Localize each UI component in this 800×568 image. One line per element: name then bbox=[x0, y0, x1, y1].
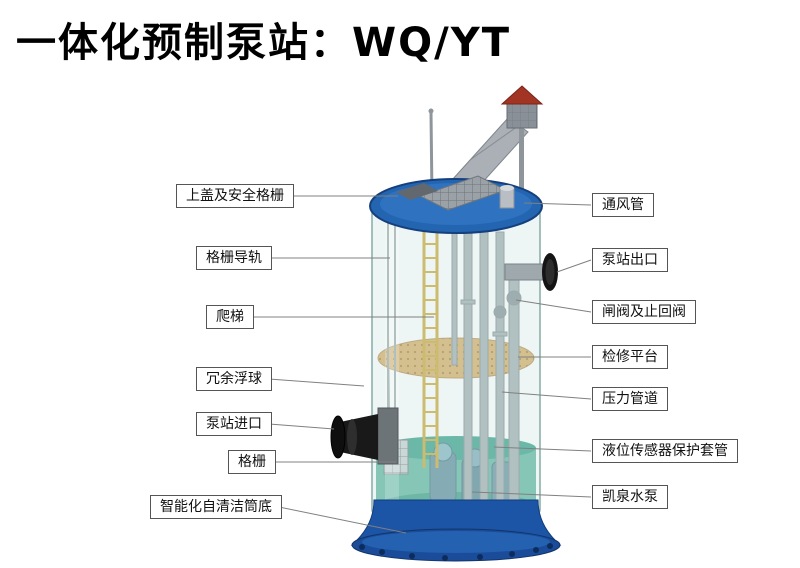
label-self-cleaning-bottom: 智能化自清洁筒底 bbox=[150, 495, 282, 519]
inlet-pipe-body bbox=[340, 414, 378, 460]
safety-grille-mesh bbox=[420, 176, 506, 210]
panel-seam bbox=[469, 125, 519, 161]
line-self-clean bbox=[278, 506, 407, 534]
label-pump-outlet: 泵站出口 bbox=[592, 248, 668, 272]
label-level-sensor-sleeve: 液位传感器保护套管 bbox=[592, 439, 738, 463]
vent-structure bbox=[428, 85, 544, 199]
label-pressure-pipe: 压力管道 bbox=[592, 387, 668, 411]
page-title: 一体化预制泵站：WQ/YT bbox=[16, 20, 511, 66]
label-text: 通风管 bbox=[602, 197, 644, 213]
label-text: 检修平台 bbox=[602, 349, 658, 365]
base-bolts bbox=[359, 543, 553, 561]
vent-stub-cap bbox=[500, 185, 514, 191]
label-text: 智能化自清洁筒底 bbox=[160, 499, 272, 515]
line-outlet bbox=[556, 259, 592, 273]
line-inlet bbox=[268, 423, 335, 430]
outlet-pipe-body bbox=[504, 263, 548, 281]
label-text: 格栅 bbox=[238, 454, 266, 470]
gate-valve bbox=[493, 305, 507, 319]
flange-2 bbox=[492, 331, 508, 337]
label-vent-pipe: 通风管 bbox=[592, 193, 654, 217]
antenna-tip bbox=[428, 108, 434, 114]
label-text: 爬梯 bbox=[216, 309, 244, 325]
tank-lid bbox=[369, 175, 543, 234]
hatch-pad bbox=[396, 183, 438, 200]
check-valve bbox=[506, 290, 522, 306]
line-sensor-sleeve bbox=[493, 446, 592, 452]
label-kaiquan-pump: 凯泉水泵 bbox=[592, 485, 668, 509]
line-pump bbox=[471, 491, 592, 498]
vent-pole bbox=[519, 128, 524, 198]
label-text: 格栅导轨 bbox=[206, 250, 262, 266]
label-text: 上盖及安全格栅 bbox=[186, 188, 284, 204]
tank-base bbox=[350, 499, 562, 562]
label-text: 压力管道 bbox=[602, 391, 658, 407]
ladder bbox=[422, 222, 439, 468]
base-flange-top bbox=[362, 531, 550, 553]
label-ladder: 爬梯 bbox=[206, 305, 254, 329]
label-text: 冗余浮球 bbox=[206, 371, 262, 387]
label-pump-inlet: 泵站进口 bbox=[196, 412, 272, 436]
inlet-ring bbox=[347, 419, 357, 455]
inlet-flange bbox=[330, 415, 346, 459]
vent-box-grille bbox=[507, 102, 537, 128]
label-grille-guide-rail: 格栅导轨 bbox=[196, 246, 272, 270]
flange-1 bbox=[460, 299, 476, 305]
label-text: 液位传感器保护套管 bbox=[602, 443, 728, 459]
vent-roof bbox=[500, 85, 544, 105]
label-service-platform: 检修平台 bbox=[592, 345, 668, 369]
inlet-pipe bbox=[330, 407, 399, 465]
label-redundant-float: 冗余浮球 bbox=[196, 367, 272, 391]
label-text: 泵站进口 bbox=[206, 416, 262, 432]
line-float bbox=[268, 378, 365, 387]
line-valves bbox=[515, 299, 592, 313]
label-text: 闸阀及止回阀 bbox=[602, 304, 686, 320]
connector-lines bbox=[251, 195, 592, 534]
label-text: 凯泉水泵 bbox=[602, 489, 658, 505]
outlet-pipe bbox=[504, 253, 558, 291]
line-vent bbox=[523, 202, 592, 206]
label-top-cover-safety-grille: 上盖及安全格栅 bbox=[176, 184, 294, 208]
line-pressure-pipe bbox=[501, 391, 592, 400]
label-text: 泵站出口 bbox=[602, 252, 658, 268]
inlet-wall-box bbox=[377, 407, 399, 465]
label-grille: 格栅 bbox=[228, 450, 276, 474]
outlet-flange-inner bbox=[545, 259, 555, 285]
label-gate-check-valve: 闸阀及止回阀 bbox=[592, 300, 696, 324]
